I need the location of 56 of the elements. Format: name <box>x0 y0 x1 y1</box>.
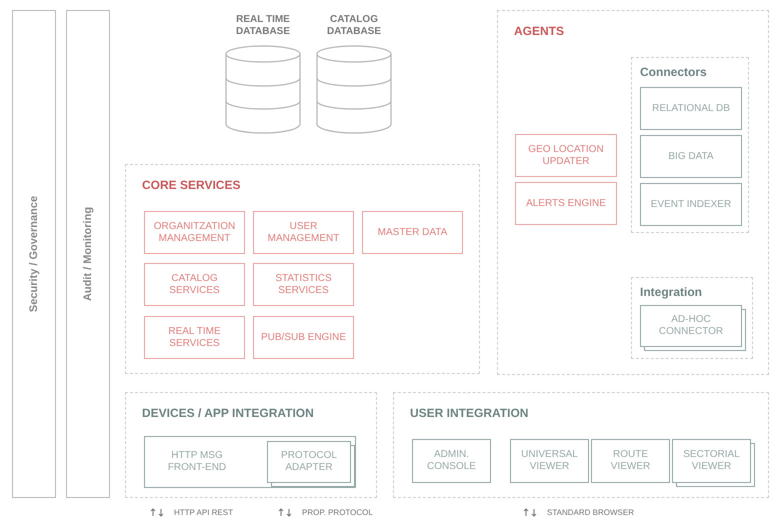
component-box <box>640 135 742 178</box>
component-label: ALERTS ENGINE <box>525 198 607 210</box>
component-box <box>591 439 670 483</box>
layer-panel <box>497 10 769 375</box>
group-title: Integration <box>640 286 702 298</box>
component-box <box>253 316 354 359</box>
protocol-label: PROP. PROTOCOL <box>302 508 373 517</box>
database-label: CATALOG DATABASE <box>326 14 382 38</box>
layer-panel <box>125 164 480 374</box>
layer-title: USER INTEGRATION <box>410 407 528 419</box>
component-label: USER MANAGEMENT <box>266 220 340 244</box>
component-label: RELATIONAL DB <box>651 102 731 114</box>
component-label: ROUTE VIEWER <box>610 449 652 473</box>
component-label: ORGANITZATION MANAGEMENT <box>152 220 236 244</box>
side-panel <box>66 10 110 498</box>
component-box <box>144 316 245 359</box>
component-box <box>253 263 354 306</box>
component-box <box>253 211 354 254</box>
layer-title: AGENTS <box>514 25 564 37</box>
component-box <box>144 211 245 254</box>
component-label: EVENT INDEXER <box>650 198 732 210</box>
layer-title: DEVICES / APP INTEGRATION <box>142 407 314 419</box>
side-panel <box>12 10 56 498</box>
component-label: AD-HOC CONNECTOR <box>658 314 724 338</box>
component-box <box>144 263 245 306</box>
component-label: BIG DATA <box>667 150 715 162</box>
component-box <box>640 183 742 226</box>
database-label: REAL TIME DATABASE <box>234 14 292 38</box>
protocol-label: STANDARD BROWSER <box>547 508 634 517</box>
layer-panel <box>393 392 769 498</box>
component-box <box>640 87 742 130</box>
component-box <box>412 439 491 483</box>
component-label: PUB/SUB ENGINE <box>260 332 348 344</box>
group-panel <box>631 277 753 359</box>
component-label: MASTER DATA <box>376 226 448 238</box>
component-label: CATALOG SERVICES <box>168 272 221 296</box>
component-label: SECTORIAL VIEWER <box>682 449 741 473</box>
component-label: GEO LOCATION UPDATER <box>527 144 605 168</box>
group-title: Connectors <box>640 66 707 78</box>
component-label: HTTP MSG FRONT-END <box>166 450 228 474</box>
component-label: STATISTICS SERVICES <box>274 272 333 296</box>
component-box <box>515 134 617 177</box>
component-label: ADMIN. CONSOLE <box>426 449 477 473</box>
component-label: PROTOCOL ADAPTER <box>280 450 338 474</box>
component-box <box>144 436 356 488</box>
layer-panel <box>125 392 377 498</box>
component-label: REAL TIME SERVICES <box>167 326 222 350</box>
layer-title: CORE SERVICES <box>142 179 240 191</box>
panel-title: Security / Governance <box>28 196 40 312</box>
group-panel <box>631 57 749 233</box>
component-box <box>510 439 589 483</box>
panel-title: Audit / Monitoring <box>82 206 94 302</box>
protocol-label: HTTP API REST <box>174 508 233 517</box>
component-box <box>515 182 617 225</box>
component-box <box>362 211 463 254</box>
component-label: UNIVERSAL VIEWER <box>520 449 579 473</box>
